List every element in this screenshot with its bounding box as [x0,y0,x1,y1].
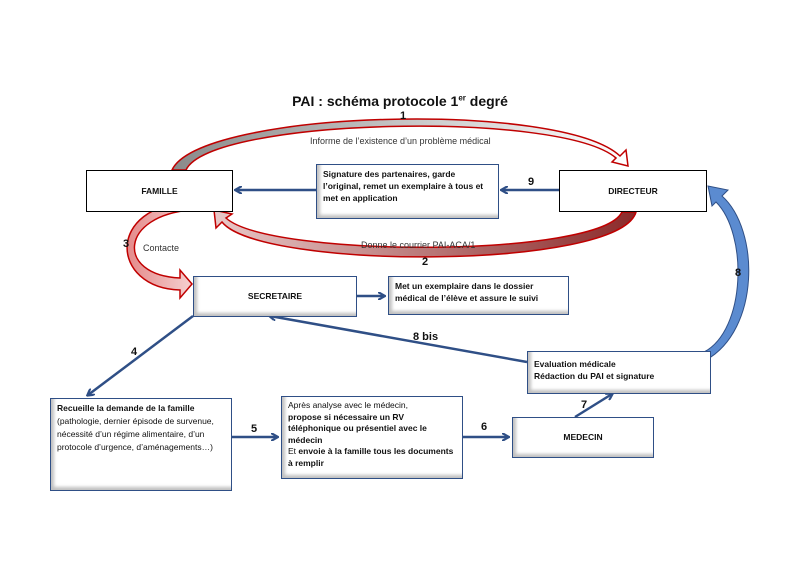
step-9: 9 [528,176,535,188]
title-text: PAI : schéma protocole 1 [292,93,459,109]
arrow-8 [703,185,750,361]
step-2: 2 [422,256,429,268]
apres-p1: Après analyse avec le médecin, [288,400,409,410]
node-recueille: Recueille la demande de la famille (path… [50,398,232,491]
title-end: degré [465,93,508,109]
apres-p3: Et [288,446,299,456]
node-directeur: DIRECTEUR [559,170,707,212]
label-informe: Informe de l’existence d’un problème méd… [310,136,491,146]
node-famille: FAMILLE [86,170,233,212]
step-1: 1 [400,110,407,122]
apres-p4: envoie à la famille tous les documents à… [288,446,454,468]
step-8: 8 [735,267,742,279]
evaluation-line1: Evaluation médicale [534,359,616,369]
node-evaluation: Evaluation médicale Rédaction du PAI et … [527,351,711,394]
step-6: 6 [481,421,488,433]
evaluation-line2: Rédaction du PAI et signature [534,371,655,381]
step-4: 4 [131,346,138,358]
recueille-rest: (pathologie, dernier épisode de survenue… [57,416,214,452]
arrow-7 [574,394,612,419]
title-sup: er [458,93,466,103]
arrow-4 [88,315,194,395]
label-contacte: Contacte [143,243,180,253]
step-7: 7 [581,399,588,411]
arrow-8bis [270,316,528,364]
apres-p2: propose si nécessaire un RV téléphonique… [288,411,427,445]
node-apres: Après analyse avec le médecin, propose s… [281,396,463,479]
label-donne: Donne le courrier PAI-ACA/1 [361,240,476,250]
node-exemplaire: Met un exemplaire dans le dossier médica… [388,276,569,315]
node-signature: Signature des partenaires, garde l’origi… [316,164,499,219]
node-medecin: MEDECIN [512,417,654,458]
recueille-bold: Recueille la demande de la famille [57,403,195,413]
node-secretaire: SECRETAIRE [193,276,357,317]
arrow-1 [170,118,629,171]
step-3: 3 [123,238,130,250]
step-8bis: 8 bis [413,331,439,343]
page-title: PAI : schéma protocole 1er degré [0,93,800,109]
step-5: 5 [251,423,258,435]
arrow-3 [126,201,193,301]
